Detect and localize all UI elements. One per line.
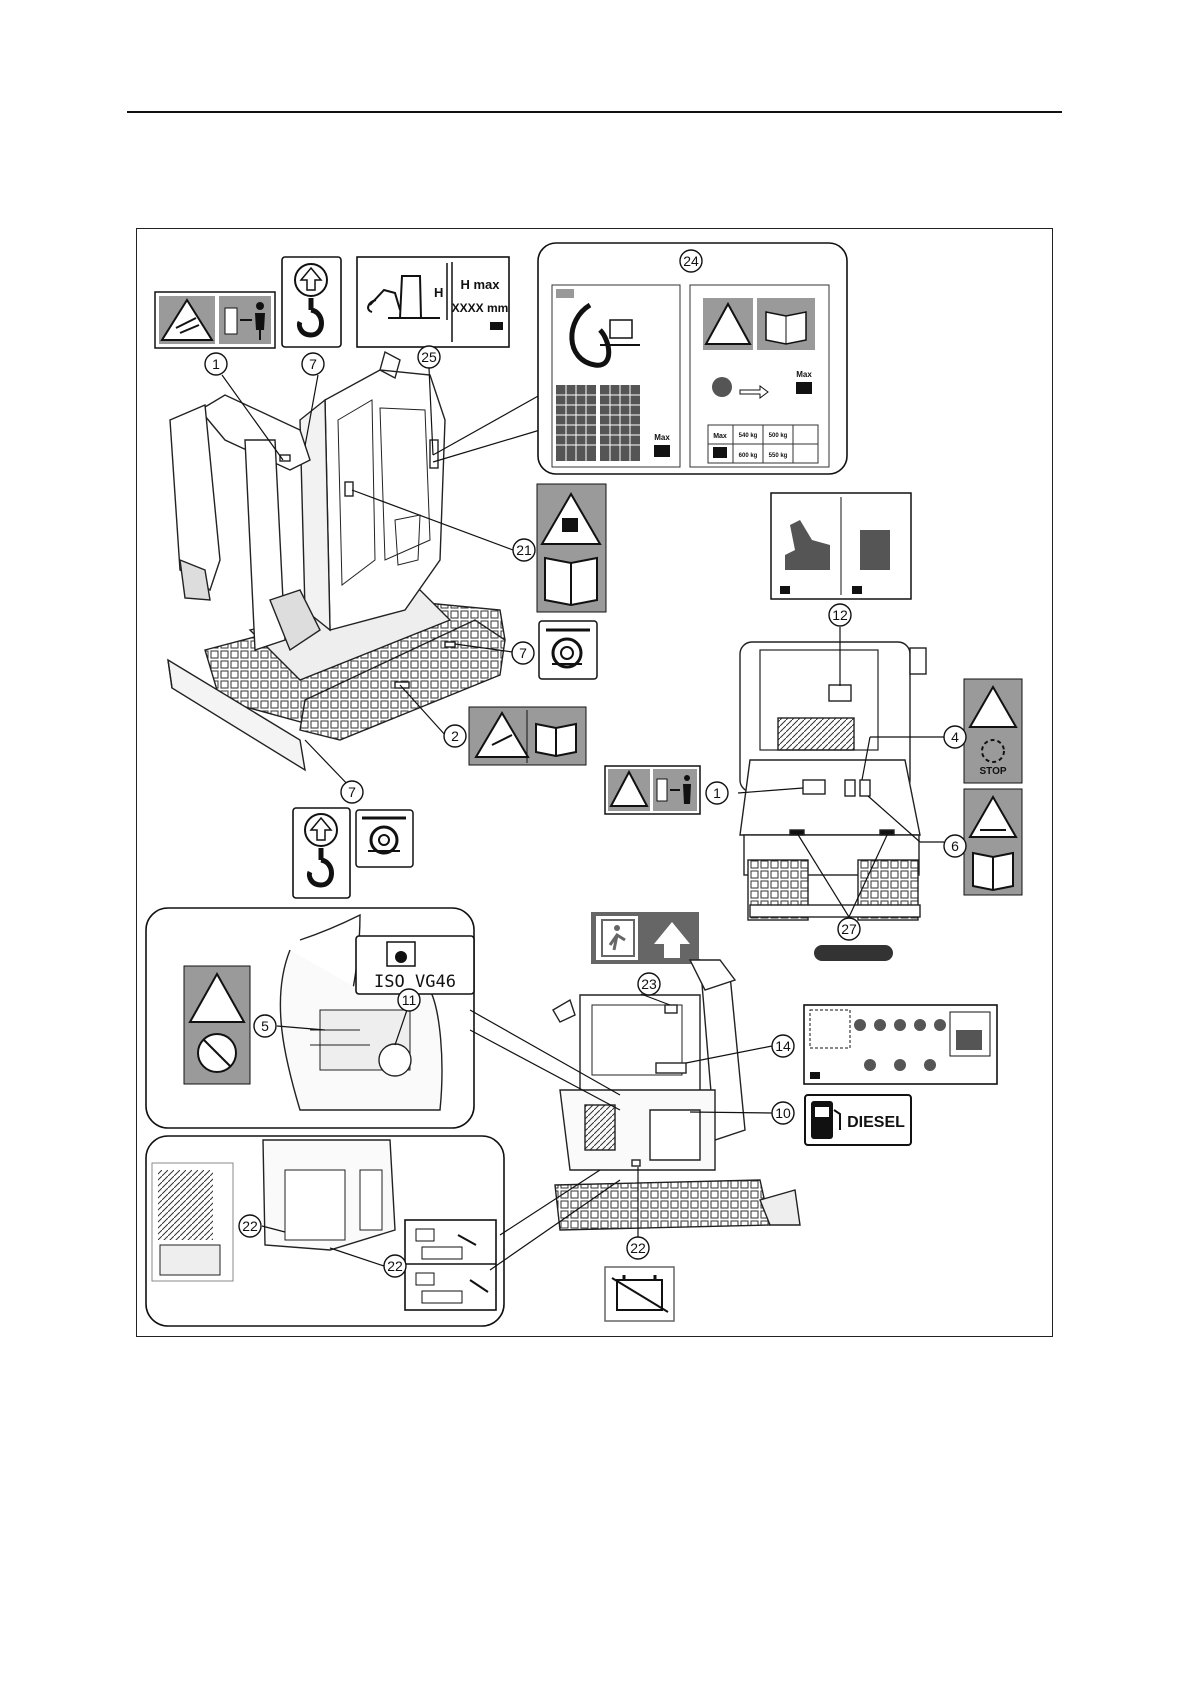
callout-7-mid: 7	[512, 642, 534, 664]
svg-text:27: 27	[841, 921, 857, 937]
svg-text:25: 25	[421, 349, 437, 365]
load-600: 600 kg	[739, 453, 758, 459]
decal-oil-iso-vg46: ISO VG46	[356, 936, 474, 994]
svg-text:21: 21	[516, 542, 532, 558]
hmax-h: H	[434, 285, 443, 300]
svg-text:22: 22	[242, 1218, 258, 1234]
oil-label: ISO VG46	[374, 972, 456, 992]
callout-12: 12	[829, 604, 851, 626]
load-540: 540 kg	[739, 433, 758, 439]
decal-5-hydraulic-warning	[184, 966, 250, 1084]
callout-6: 6	[944, 835, 966, 857]
callout-22-bottom: 22	[627, 1237, 649, 1259]
excavator-rear-three-quarter	[553, 960, 800, 1230]
load-500: 500 kg	[769, 433, 788, 439]
dark-label-bar	[814, 945, 893, 961]
callout-2: 2	[444, 725, 466, 747]
svg-text:22: 22	[387, 1258, 403, 1274]
max-label-1: Max	[654, 433, 670, 442]
callout-10: 10	[772, 1102, 794, 1124]
callout-22-battery-left: 22	[239, 1215, 261, 1237]
decal-1-crush-warning-rear	[605, 766, 700, 814]
svg-text:10: 10	[775, 1105, 791, 1121]
hmax-line2: XXXX mm	[452, 301, 509, 315]
svg-text:7: 7	[348, 784, 356, 800]
decal-6-hot-surface	[964, 789, 1022, 895]
svg-text:1: 1	[713, 785, 721, 801]
load-550: 550 kg	[769, 453, 788, 459]
stop-label: STOP	[979, 766, 1006, 777]
callout-27: 27	[838, 918, 860, 940]
svg-text:5: 5	[261, 1018, 269, 1034]
decal-emergency-exit	[591, 912, 699, 964]
decal-1-crush-warning	[155, 292, 275, 348]
decal-2-runover-warning	[469, 707, 586, 765]
svg-text:1: 1	[212, 356, 220, 372]
decal-14-control-pattern	[804, 1005, 997, 1084]
hmax-line1: H max	[460, 277, 500, 292]
callout-5: 5	[254, 1015, 276, 1037]
callout-25: 25	[418, 346, 440, 368]
callout-4: 4	[944, 726, 966, 748]
svg-text:12: 12	[832, 607, 848, 623]
decal-hmax-height: H H max XXXX mm	[357, 257, 509, 347]
callout-24: 24	[680, 250, 702, 272]
callout-22-battery-right: 22	[384, 1255, 406, 1277]
svg-text:23: 23	[641, 976, 657, 992]
svg-text:14: 14	[775, 1038, 791, 1054]
decal-4-fan-stop: STOP	[964, 679, 1022, 783]
callout-23: 23	[638, 973, 660, 995]
excavator-front-view	[168, 352, 505, 770]
decal-7-lifting-hook	[282, 257, 341, 347]
callout-1-top: 1	[205, 353, 227, 375]
decal-7-tie-down	[539, 621, 597, 679]
decal-7-hook-bottom	[293, 808, 350, 898]
callout-1-rear: 1	[706, 782, 728, 804]
callout-21: 21	[513, 539, 535, 561]
excavator-rear-view	[740, 642, 926, 920]
decal-7-tie-down-bottom	[356, 810, 413, 867]
kg-label: kg	[800, 386, 808, 393]
callout-7-top: 7	[302, 353, 324, 375]
svg-text:7: 7	[519, 645, 527, 661]
max-label-3: Max	[713, 433, 727, 440]
callout-11: 11	[398, 989, 420, 1011]
svg-text:7: 7	[309, 356, 317, 372]
decal-12-lifting-points	[771, 493, 911, 599]
decal-10-diesel-fuel: DIESEL	[805, 1095, 911, 1145]
svg-text:6: 6	[951, 838, 959, 854]
decal-battery-instructions	[405, 1220, 496, 1310]
svg-text:11: 11	[402, 992, 417, 1008]
callout-14: 14	[772, 1035, 794, 1057]
svg-text:24: 24	[683, 253, 699, 269]
decal-22-battery	[605, 1267, 674, 1321]
decal-21-read-manual-warning	[537, 484, 606, 612]
fuel-label: DIESEL	[847, 1114, 905, 1131]
svg-text:22: 22	[630, 1240, 646, 1256]
callout-7-bottom: 7	[341, 781, 363, 803]
svg-text:4: 4	[951, 729, 959, 745]
svg-text:2: 2	[451, 728, 459, 744]
decal-24-lift-chart-callout: Max Max kg Max 540 kg 500 kg 600 kg 550 …	[538, 243, 847, 474]
max-label-2: Max	[796, 370, 812, 379]
